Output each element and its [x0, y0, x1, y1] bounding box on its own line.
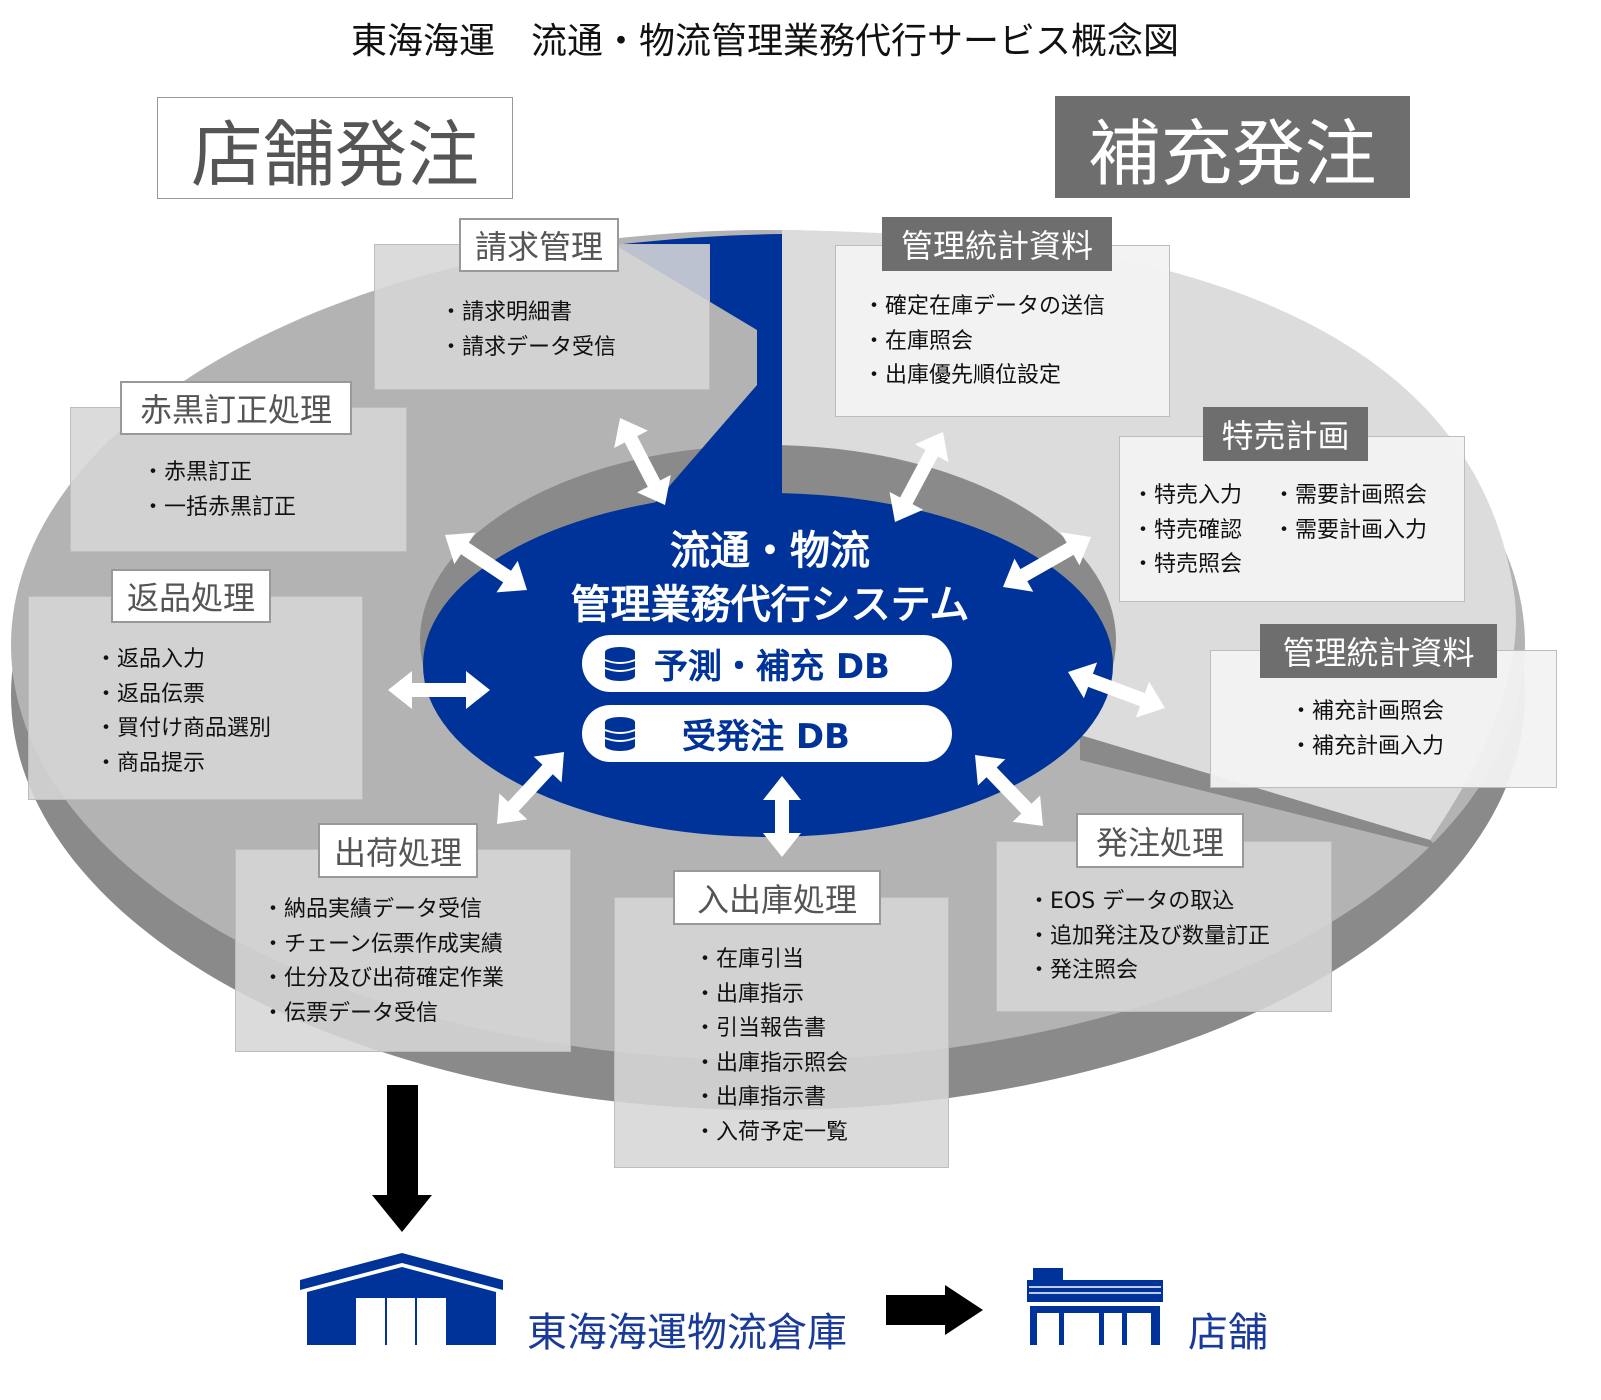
- list-item: 補充計画入力: [1290, 730, 1444, 765]
- forecast-db: 予測・補充 DB: [582, 635, 952, 692]
- list-item: 在庫引当: [694, 943, 848, 978]
- store-icon: [1027, 1268, 1163, 1345]
- double-arrow-icon: [1068, 662, 1165, 718]
- system-name-line1: 流通・物流: [670, 528, 870, 574]
- billing-items: 請求明細書 請求データ受信: [440, 296, 616, 365]
- correction-title: 赤黒訂正処理: [120, 381, 352, 435]
- order-db: 受発注 DB: [582, 705, 952, 762]
- database-icon: [604, 717, 636, 751]
- stats1-items: 確定在庫データの送信 在庫照会 出庫優先順位設定: [863, 290, 1105, 394]
- list-item: 特売入力: [1132, 479, 1242, 514]
- list-item: 商品提示: [95, 747, 271, 782]
- store-label: 店舗: [1188, 1310, 1268, 1356]
- diagram-title: 東海海運 流通・物流管理業務代行サービス概念図: [350, 21, 1179, 62]
- stats2-title: 管理統計資料: [1260, 624, 1497, 678]
- list-item: EOS データの取込: [1028, 885, 1270, 920]
- ordering-items: EOS データの取込 追加発注及び数量訂正 発注照会: [1028, 885, 1270, 989]
- list-item: 確定在庫データの送信: [863, 290, 1105, 325]
- list-item: 返品伝票: [95, 678, 271, 713]
- list-item: 請求明細書: [440, 296, 616, 331]
- list-item: 出庫指示照会: [694, 1047, 848, 1082]
- system-name-line2: 管理業務代行システム: [570, 582, 970, 628]
- warehouse-icon: [300, 1253, 503, 1345]
- database-icon: [604, 647, 636, 681]
- list-item: 一括赤黒訂正: [142, 491, 296, 526]
- list-item: 赤黒訂正: [142, 456, 296, 491]
- double-arrow-icon: [445, 532, 527, 593]
- shipping-items: 納品実績データ受信 チェーン伝票作成実績 仕分及び出荷確定作業 伝票データ受信: [262, 893, 504, 1031]
- list-item: 需要計画入力: [1273, 514, 1427, 549]
- double-arrow-icon: [497, 752, 564, 824]
- order-db-label: 受発注 DB: [682, 717, 850, 757]
- replenish-order-heading: 補充発注: [1055, 96, 1410, 198]
- sale-items-right: 需要計画照会 需要計画入力: [1273, 479, 1427, 548]
- ordering-title: 発注処理: [1076, 813, 1244, 868]
- list-item: チェーン伝票作成実績: [262, 928, 504, 963]
- down-arrow: [372, 1085, 432, 1232]
- list-item: 入荷予定一覧: [694, 1116, 848, 1151]
- connection-arrows: [388, 418, 1165, 857]
- store-order-heading: 店舗発注: [157, 97, 513, 199]
- list-item: 買付け商品選別: [95, 712, 271, 747]
- list-item: 在庫照会: [863, 325, 1105, 360]
- list-item: 仕分及び出荷確定作業: [262, 962, 504, 997]
- shipping-title: 出荷処理: [318, 823, 478, 878]
- double-arrow-icon: [614, 418, 671, 505]
- double-arrow-icon: [889, 432, 949, 522]
- inout-items: 在庫引当 出庫指示 引当報告書 出庫指示照会 出庫指示書 入荷予定一覧: [694, 943, 848, 1150]
- inout-title: 入出庫処理: [673, 870, 881, 925]
- list-item: 特売確認: [1132, 514, 1242, 549]
- list-item: 出庫指示書: [694, 1081, 848, 1116]
- sale-items-left: 特売入力 特売確認 特売照会: [1132, 479, 1242, 583]
- forecast-db-label: 予測・補充 DB: [654, 647, 890, 687]
- list-item: 発注照会: [1028, 954, 1270, 989]
- list-item: 出庫指示: [694, 978, 848, 1013]
- right-arrow: [886, 1285, 983, 1335]
- returns-title: 返品処理: [111, 569, 271, 623]
- billing-title: 請求管理: [459, 218, 619, 272]
- list-item: 請求データ受信: [440, 331, 616, 366]
- list-item: 特売照会: [1132, 548, 1242, 583]
- correction-items: 赤黒訂正 一括赤黒訂正: [142, 456, 296, 525]
- sale-title: 特売計画: [1203, 407, 1368, 461]
- list-item: 伝票データ受信: [262, 997, 504, 1032]
- blue-wedge: [615, 234, 782, 520]
- list-item: 引当報告書: [694, 1012, 848, 1047]
- list-item: 補充計画照会: [1290, 695, 1444, 730]
- double-arrow-icon: [388, 671, 490, 709]
- list-item: 出庫優先順位設定: [863, 359, 1105, 394]
- list-item: 納品実績データ受信: [262, 893, 504, 928]
- list-item: 追加発注及び数量訂正: [1028, 920, 1270, 955]
- stats1-title: 管理統計資料: [882, 217, 1112, 271]
- warehouse-label: 東海海運物流倉庫: [527, 1310, 847, 1356]
- returns-items: 返品入力 返品伝票 買付け商品選別 商品提示: [95, 643, 271, 781]
- list-item: 返品入力: [95, 643, 271, 678]
- double-arrow-icon: [763, 776, 801, 857]
- list-item: 需要計画照会: [1273, 479, 1427, 514]
- double-arrow-icon: [975, 755, 1043, 826]
- double-arrow-icon: [1003, 532, 1091, 592]
- section-divider: [1080, 735, 1440, 850]
- stats2-items: 補充計画照会 補充計画入力: [1290, 695, 1444, 764]
